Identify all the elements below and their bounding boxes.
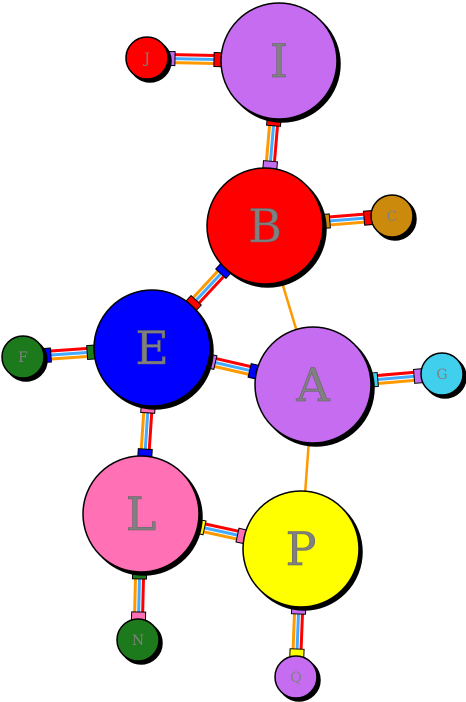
node-Q: Q bbox=[274, 655, 318, 699]
node-G: G bbox=[420, 352, 464, 396]
node-A: A bbox=[254, 326, 372, 444]
node-L: L bbox=[82, 455, 200, 573]
bond-P-Q bbox=[289, 605, 307, 658]
node-P: P bbox=[242, 490, 360, 608]
node-E: E bbox=[93, 289, 211, 407]
node-label-J: J bbox=[142, 51, 150, 67]
node-C: C bbox=[370, 194, 414, 238]
bond-A-P bbox=[303, 442, 311, 492]
node-F: F bbox=[1, 335, 45, 379]
node-label-A: A bbox=[295, 358, 330, 412]
node-J: J bbox=[125, 36, 169, 80]
bond-L-N bbox=[130, 570, 148, 621]
bond-B-C bbox=[320, 210, 374, 230]
node-N: N bbox=[116, 618, 160, 662]
node-label-B: B bbox=[248, 199, 282, 253]
bond-B-A bbox=[280, 281, 298, 330]
node-label-F: F bbox=[18, 350, 28, 366]
node-label-Q: Q bbox=[290, 670, 301, 686]
bond-E-L bbox=[137, 403, 156, 459]
bond-A-G bbox=[368, 368, 424, 388]
node-I: I bbox=[220, 2, 338, 120]
node-B: B bbox=[206, 167, 324, 285]
bond-B-E bbox=[184, 262, 233, 312]
node-label-N: N bbox=[132, 633, 144, 649]
node-label-I: I bbox=[270, 34, 288, 88]
node-label-C: C bbox=[387, 209, 398, 225]
bond-J-I bbox=[166, 50, 223, 68]
node-label-P: P bbox=[286, 522, 317, 576]
node-label-L: L bbox=[126, 487, 157, 541]
bond-E-A bbox=[205, 353, 260, 380]
bond-L-P bbox=[194, 518, 248, 545]
bond-F-E bbox=[41, 344, 97, 364]
node-label-E: E bbox=[135, 321, 169, 375]
node-label-G: G bbox=[436, 367, 447, 383]
bond-I-B bbox=[262, 116, 282, 171]
